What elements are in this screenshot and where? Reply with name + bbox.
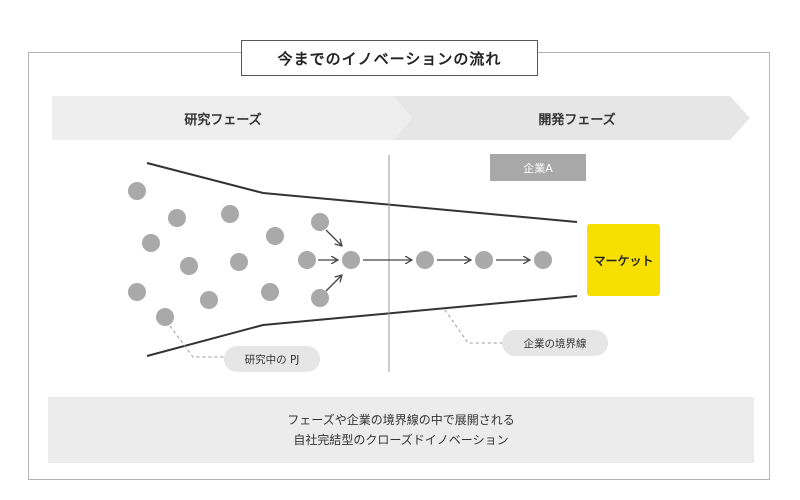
development-phase-label: 開発フェーズ	[538, 112, 616, 128]
project-dot	[128, 283, 146, 301]
project-dot	[142, 234, 160, 252]
funnel-top-line	[146, 162, 578, 223]
pipeline-dot	[475, 251, 493, 269]
research-project-dots	[128, 182, 329, 326]
arrow-diagonal-icon	[325, 275, 342, 292]
project-dot	[168, 209, 186, 227]
research-phase-label: 研究フェーズ	[184, 112, 262, 128]
project-dot	[200, 291, 218, 309]
projects-callout: 研究中の PJ	[224, 346, 320, 372]
summary-line-1: フェーズや企業の境界線の中で展開される	[287, 413, 515, 427]
project-dot	[156, 308, 174, 326]
flow-arrows	[318, 229, 530, 292]
summary-box: フェーズや企業の境界線の中で展開される 自社完結型のクローズドイノベーション	[48, 397, 754, 463]
project-dot	[128, 182, 146, 200]
project-dot	[311, 289, 329, 307]
project-dot	[311, 213, 329, 231]
project-dot	[298, 251, 316, 269]
market-box: マーケット	[587, 224, 660, 296]
converged-dot	[342, 251, 360, 269]
company-badge: 企業A	[490, 154, 586, 181]
development-phase-chevron	[394, 96, 750, 140]
pipeline-dots	[342, 251, 552, 269]
project-dot	[221, 205, 239, 223]
boundary-leader-line	[444, 309, 504, 344]
pipeline-dot	[416, 251, 434, 269]
diagram-title: 今までのイノベーションの流れ	[241, 40, 538, 76]
project-dot	[261, 283, 279, 301]
funnel-bottom-line	[146, 295, 578, 357]
project-dot	[266, 227, 284, 245]
boundary-callout: 企業の境界線	[502, 330, 608, 356]
pipeline-dot	[534, 251, 552, 269]
arrow-diagonal-icon	[325, 229, 342, 246]
summary-line-2: 自社完結型のクローズドイノベーション	[293, 433, 509, 447]
project-dot	[230, 253, 248, 271]
research-phase-chevron	[52, 96, 412, 140]
project-dot	[180, 257, 198, 275]
projects-leader-line	[169, 325, 226, 358]
